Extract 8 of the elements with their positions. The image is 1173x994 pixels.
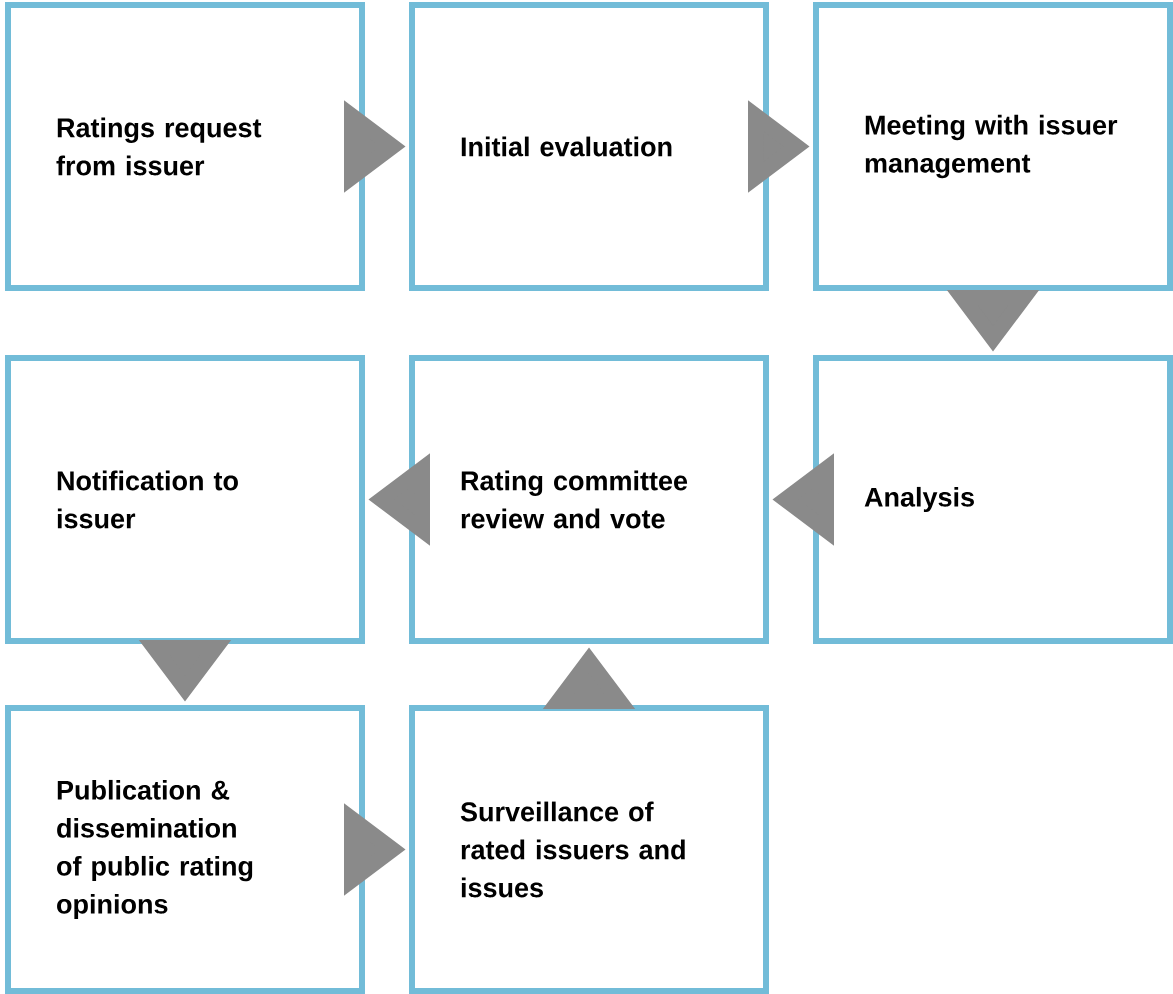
process-box: Rating committee review and vote [409, 355, 769, 644]
process-box: Notification to issuer [5, 355, 365, 644]
process-box: Ratings request from issuer [5, 2, 365, 291]
process-box: Analysis [813, 355, 1173, 644]
process-box: Initial evaluation [409, 2, 769, 291]
process-box: Surveillance of rated issuers and issues [409, 705, 769, 994]
process-box: Meeting with issuer management [813, 2, 1173, 291]
process-box: Publication & dissemination of public rating opinions [5, 705, 365, 994]
